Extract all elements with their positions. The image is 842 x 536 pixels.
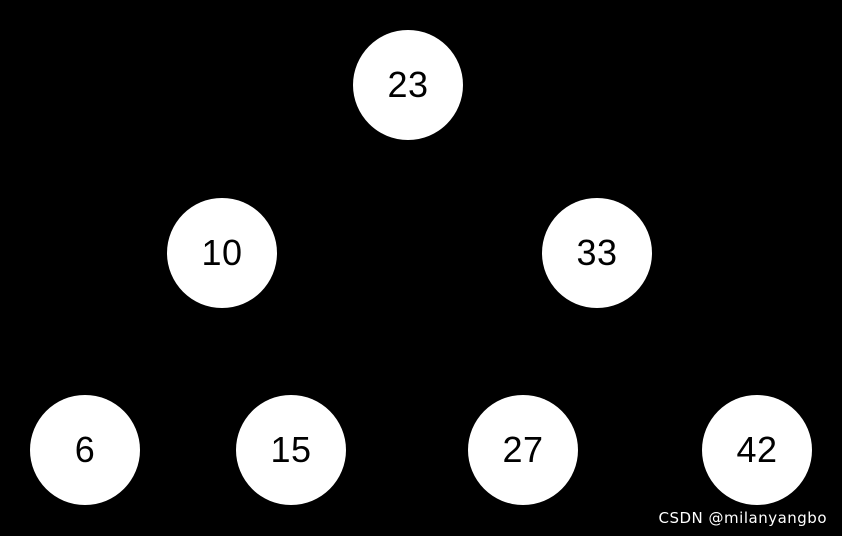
tree-node-27: 27 xyxy=(468,395,578,505)
tree-node-33: 33 xyxy=(542,198,652,308)
tree-node-15: 15 xyxy=(236,395,346,505)
tree-node-6: 6 xyxy=(30,395,140,505)
tree-node-23: 23 xyxy=(353,30,463,140)
watermark: CSDN @milanyangbo xyxy=(658,509,827,527)
tree-node-42: 42 xyxy=(702,395,812,505)
tree-node-10: 10 xyxy=(167,198,277,308)
